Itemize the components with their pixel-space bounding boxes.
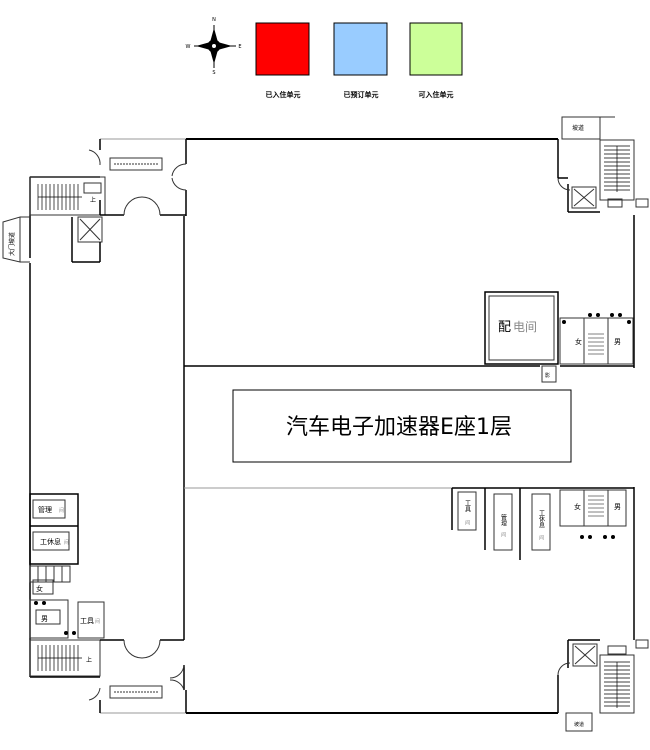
compass-west: W	[186, 44, 191, 50]
male-left-label: 男	[41, 615, 48, 623]
main-gate-ramp: 大门坡道	[2, 216, 30, 263]
legend-swatch-occupied	[255, 22, 310, 76]
compass-icon: N S W E	[186, 17, 242, 76]
service-rooms-lower-left: 管理 间 工休息 间 女 男 工具 间	[29, 493, 105, 639]
stair-block-top-left: 上	[29, 149, 187, 263]
floor-title: 汽车电子加速器E座1层	[286, 415, 512, 440]
stair-block-bottom-left: 上	[29, 639, 185, 701]
rest-room-right-suffix: 间	[538, 534, 544, 541]
stair-up-label-bottom: 上	[86, 656, 92, 664]
ramp-top-right-label: 坡道	[572, 124, 584, 132]
compass-south: S	[212, 70, 215, 76]
male-upper-label: 男	[614, 338, 621, 346]
manage-room-left-label: 管理	[38, 505, 52, 514]
female-lower-label: 女	[574, 502, 581, 511]
rest-room-left-suffix: 间	[64, 539, 69, 546]
manage-room-right-suffix: 间	[500, 531, 506, 538]
tool-room-right-suffix: 间	[464, 519, 470, 526]
stair-block-bottom-right: 坡道	[557, 639, 649, 732]
manage-room-left-suffix: 间	[59, 507, 64, 514]
ramp-bottom-right-label: 坡道	[574, 721, 584, 728]
floor-title-box: 汽车电子加速器E座1层	[232, 389, 572, 463]
restroom-block-lower: 女 男	[559, 489, 627, 539]
compass-north: N	[212, 17, 216, 23]
power-room-label-b: 电间	[513, 320, 537, 334]
shadow-room-label: 影	[545, 372, 550, 379]
restroom-block-upper: 女 男	[559, 313, 634, 365]
manage-room-right-label: 管理	[500, 513, 507, 526]
legend-swatch-reserved	[333, 22, 388, 76]
female-upper-label: 女	[575, 337, 582, 346]
legend: 已入住单元 已预订单元 可入住单元	[255, 22, 463, 99]
female-left-label: 女	[36, 584, 43, 593]
service-rooms-lower-right: 工具 间 管理 间 工休息 间	[451, 488, 551, 560]
tool-room-right-label: 工具	[464, 500, 471, 513]
main-gate-ramp-label: 大门坡道	[8, 232, 16, 256]
power-room: 配 电间	[484, 291, 559, 365]
power-room-label-a: 配	[498, 320, 511, 335]
legend-label-occupied: 已入住单元	[266, 90, 301, 99]
legend-label-reserved: 已预订单元	[344, 90, 379, 99]
tool-room-left-label: 工具	[80, 617, 94, 625]
rest-room-left-label: 工休息	[40, 537, 61, 546]
shadow-room: 影	[541, 365, 557, 383]
stair-up-label-top: 上	[90, 196, 96, 204]
compass-east: E	[238, 44, 241, 50]
tool-room-left-suffix: 间	[95, 618, 100, 625]
legend-label-available: 可入住单元	[419, 90, 454, 99]
male-lower-label: 男	[614, 503, 621, 511]
legend-swatch-available	[409, 22, 463, 76]
stair-block-top-right: 坡道	[557, 116, 649, 213]
rest-room-right-label: 工休息	[538, 510, 545, 528]
